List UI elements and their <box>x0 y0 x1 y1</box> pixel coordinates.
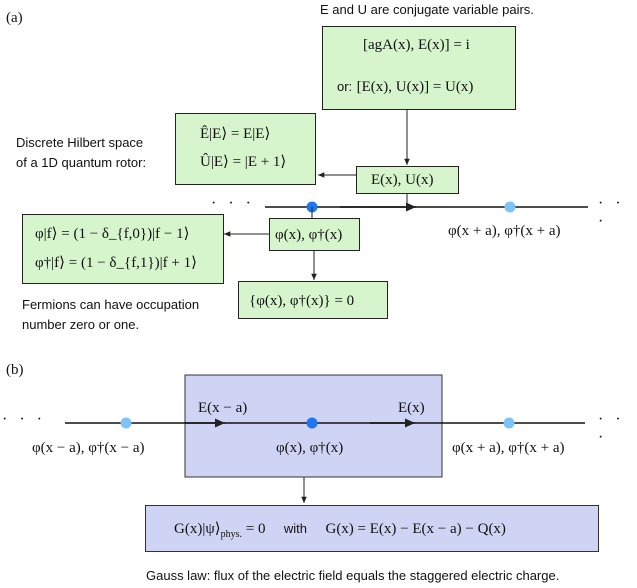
link-label-e-x: E(x) <box>398 400 425 416</box>
fermion-ops-box: φ|f⟩ = (1 − δ_{f,0})|f − 1⟩ φ†|f⟩ = (1 −… <box>22 214 224 284</box>
conjugate-note: E and U are conjugate variable pairs. <box>320 2 534 17</box>
site-dot-b-x-plus-a <box>503 417 515 429</box>
rotor-box: Ê|E⟩ = E|E⟩ Û|E⟩ = |E + 1⟩ <box>175 113 316 185</box>
link-variable-box: E(x), U(x) <box>356 166 459 194</box>
site-dot-b-x <box>306 417 318 429</box>
gauss-rhs: G(x) = E(x) − E(x − a) − Q(x) <box>325 521 506 537</box>
lattice-a-right-dots: · · · <box>598 195 625 230</box>
commutator-line2: [E(x), U(x)] = U(x) <box>356 79 474 95</box>
commutator-line1: [agA(x), E(x)] = i <box>363 37 470 53</box>
rotor-line1: Ê|E⟩ = E|E⟩ <box>200 126 271 142</box>
fermion-ops-line1: φ|f⟩ = (1 − δ_{f,0})|f − 1⟩ <box>35 226 190 242</box>
fermion-site-box: φ(x), φ†(x) <box>269 218 360 251</box>
gauss-with: with <box>283 521 308 536</box>
fermion-ops-line2: φ†|f⟩ = (1 − δ_{f,1})|f + 1⟩ <box>35 255 197 271</box>
panel-b-label: (b) <box>6 362 24 378</box>
site-label-x-plus-a: φ(x + a), φ†(x + a) <box>448 223 561 239</box>
link-variable-label: E(x), U(x) <box>371 172 434 188</box>
commutator-or: or: <box>337 79 353 94</box>
anticommutator-box: {φ(x), φ†(x)} = 0 <box>238 281 388 319</box>
fermion-site-label: φ(x), φ†(x) <box>275 227 343 243</box>
commutator-box: [agA(x), E(x)] = i or: [E(x), U(x)] = U(… <box>322 26 516 110</box>
link-label-e-x-minus-a: E(x − a) <box>198 400 248 416</box>
gauss-law-box: G(x)|ψ⟩phys. = 0 with G(x) = E(x) − E(x … <box>145 505 599 552</box>
panel-a-label: (a) <box>6 10 23 26</box>
rotor-note-line1: Discrete Hilbert space <box>16 135 144 150</box>
rotor-line2: Û|E⟩ = |E + 1⟩ <box>200 154 287 170</box>
lattice-b-left-dots: · · · <box>2 411 46 428</box>
lattice-a-left-dots: · · · <box>211 195 255 212</box>
site-label-x-minus-a: φ(x − a), φ†(x − a) <box>32 440 145 456</box>
fermion-note-line1: Fermions can have occupation <box>22 297 200 312</box>
gauss-subscript: phys. <box>220 529 242 541</box>
site-label-x-plus-a-b: φ(x + a), φ†(x + a) <box>452 440 565 456</box>
gauss-lhs: G(x)|ψ⟩ <box>174 521 221 537</box>
site-label-x: φ(x), φ†(x) <box>276 440 344 456</box>
site-dot-x-plus-a <box>504 201 516 213</box>
lattice-b-right-dots: · · · <box>598 411 625 446</box>
gauss-note: Gauss law: flux of the electric field eq… <box>146 568 560 583</box>
gauss-eq: = 0 <box>241 521 266 537</box>
fermion-note-line2: number zero or one. <box>22 317 140 332</box>
site-dot-b-x-minus-a <box>120 417 132 429</box>
anticommutator-label: {φ(x), φ†(x)} = 0 <box>249 293 355 309</box>
rotor-note-line2: of a 1D quantum rotor: <box>16 155 147 170</box>
